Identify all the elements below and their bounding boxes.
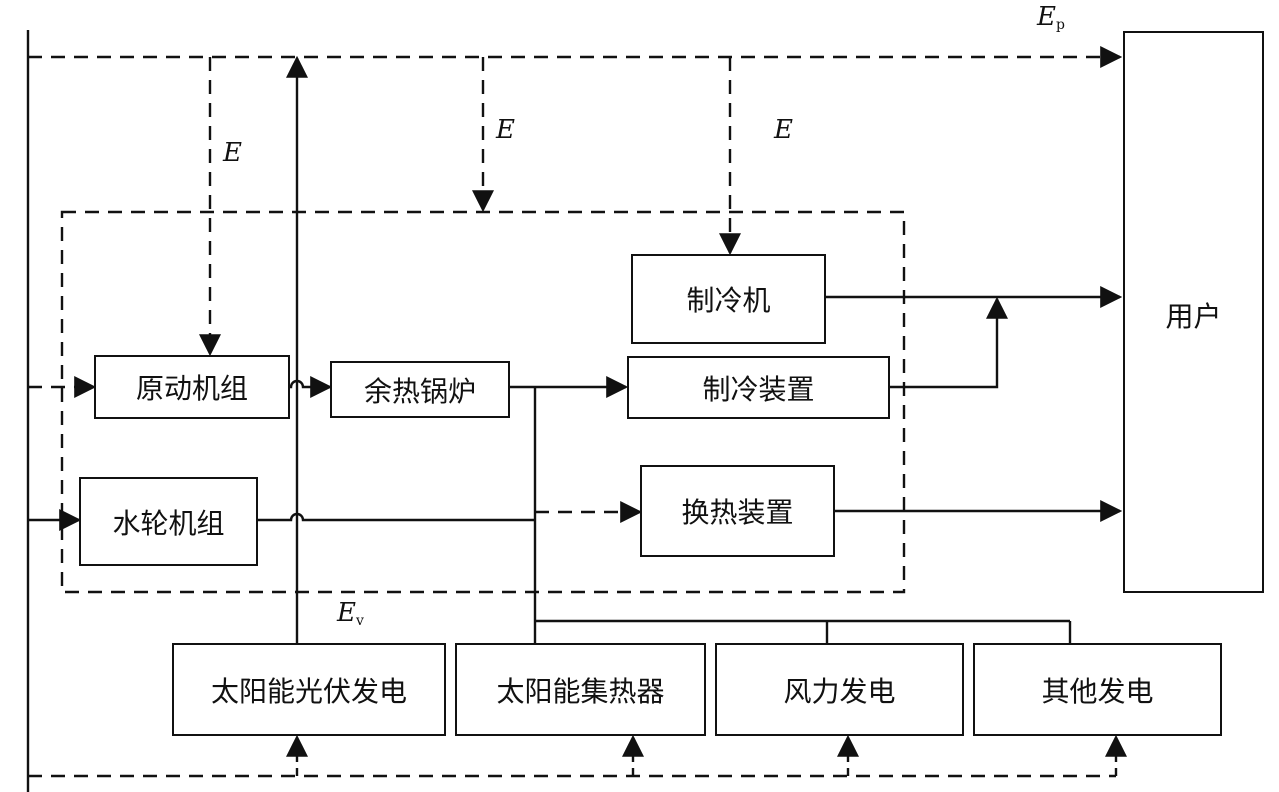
waste-heat-boiler-box: 余热锅炉 [330, 361, 510, 418]
prime-mover-label: 原动机组 [135, 372, 248, 405]
solar-collector-label: 太阳能集热器 [496, 674, 665, 708]
other-power-box: 其他发电 [973, 643, 1222, 736]
waste-heat-boiler-label: 余热锅炉 [363, 374, 476, 408]
ev-label-main: E [337, 598, 356, 628]
solar-collector-box: 太阳能集热器 [455, 643, 706, 736]
refrigeration-device-label: 制冷装置 [702, 372, 815, 406]
solar-pv-box: 太阳能光伏发电 [172, 643, 446, 736]
ev-label: Ev [337, 598, 364, 629]
ep-label: Ep [1037, 2, 1065, 33]
user-box: 用户 [1123, 31, 1264, 593]
water-turbine-label: 水轮机组 [112, 506, 225, 540]
e-label-3-text: E [774, 115, 793, 145]
heat-exchanger-box: 换热装置 [640, 465, 835, 557]
wind-power-label: 风力发电 [783, 674, 896, 708]
ep-label-sub: p [1055, 17, 1065, 33]
refrigerator-label: 制冷机 [686, 284, 771, 317]
prime-to-boiler-line [289, 376, 333, 398]
user-label: 用户 [1165, 300, 1222, 333]
e-label-3: E [774, 115, 793, 145]
ep-label-main: E [1037, 2, 1056, 32]
refrigeration-device-box: 制冷装置 [627, 356, 890, 419]
refrig-device-to-merge-line [890, 296, 1008, 389]
solar-pv-label: 太阳能光伏发电 [210, 674, 407, 708]
prime-mover-box: 原动机组 [94, 355, 290, 419]
e-label-1: E [223, 138, 242, 168]
heat-exchanger-label: 换热装置 [681, 496, 794, 529]
refrigerator-box: 制冷机 [631, 254, 826, 344]
wind-power-box: 风力发电 [715, 643, 964, 736]
ev-label-sub: v [355, 613, 364, 629]
other-power-label: 其他发电 [1041, 674, 1154, 708]
turbine-line [258, 512, 535, 522]
e-label-1-text: E [223, 138, 242, 168]
system-boundary [60, 210, 906, 594]
e-label-2-text: E [496, 115, 515, 145]
e-label-2: E [496, 115, 515, 145]
water-turbine-box: 水轮机组 [79, 477, 258, 566]
